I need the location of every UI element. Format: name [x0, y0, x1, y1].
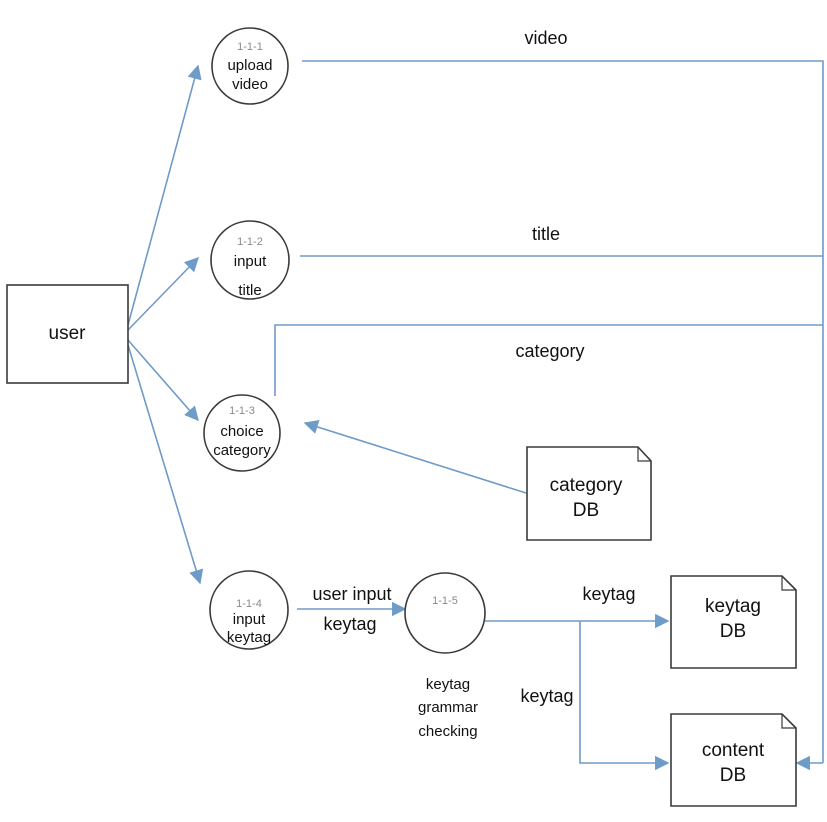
- user-entity: user: [6, 284, 129, 384]
- flow-label-user-input-line1: user input: [312, 584, 391, 604]
- store-label-line2: DB: [573, 500, 599, 521]
- store-category-db: category DB: [526, 446, 652, 541]
- edge-video-to-content-db: [302, 60, 824, 763]
- process-id: 1-1-4: [236, 598, 262, 610]
- edges: [127, 60, 824, 771]
- process-label-line2: keytag: [227, 629, 271, 646]
- flow-label-user-input-line2: keytag: [323, 614, 376, 634]
- process-choice-category: 1-1-3 choice category: [203, 394, 281, 472]
- flow-label-video: video: [524, 28, 567, 48]
- flow-label-category: category: [515, 341, 584, 361]
- process-label-line2: grammar: [418, 699, 478, 716]
- process-label-line1: upload: [227, 57, 272, 74]
- process-label-line2: title: [238, 282, 261, 299]
- edge-user-to-choice-category: [127, 339, 199, 422]
- process-label-line1: input: [234, 253, 267, 270]
- process-label-line1: choice: [220, 423, 263, 440]
- flow-label-keytag-to-keytag-db: keytag: [582, 584, 635, 604]
- process-id: 1-1-1: [237, 41, 263, 53]
- store-label-line2: DB: [720, 621, 746, 642]
- store-content-db: content DB: [670, 713, 797, 807]
- edge-category-db-to-choice-category: [303, 420, 527, 494]
- store-label-line1: content: [702, 740, 765, 761]
- user-label: user: [49, 323, 87, 344]
- process-label-line3: checking: [418, 723, 477, 740]
- process-id: 1-1-5: [432, 595, 458, 607]
- edge-category-to-content-db: [274, 324, 823, 396]
- process-label-line1: keytag: [426, 676, 470, 693]
- store-keytag-db: keytag DB: [670, 575, 797, 669]
- store-label-line1: keytag: [705, 596, 761, 617]
- process-label-line1: input: [233, 611, 266, 628]
- edge-grammar-check-to-content-db: [579, 621, 670, 771]
- process-upload-video: 1-1-1 upload video: [211, 27, 289, 105]
- flow-label-keytag-to-content-db: keytag: [520, 686, 573, 706]
- store-label-line2: DB: [720, 765, 746, 786]
- process-label-line2: category: [213, 442, 271, 459]
- edge-user-to-input-keytag: [127, 344, 204, 585]
- process-input-keytag: 1-1-4 input keytag: [209, 570, 289, 650]
- process-input-title: 1-1-2 input title: [210, 220, 290, 300]
- process-id: 1-1-3: [229, 405, 255, 417]
- process-id: 1-1-2: [237, 236, 263, 248]
- edge-user-to-upload-video: [127, 64, 202, 326]
- flow-label-title: title: [532, 224, 560, 244]
- edge-user-to-input-title: [127, 256, 200, 331]
- process-label-line2: video: [232, 76, 268, 93]
- process-keytag-grammar-checking: 1-1-5 keytag grammar checking: [404, 572, 486, 740]
- store-label-line1: category: [550, 475, 623, 496]
